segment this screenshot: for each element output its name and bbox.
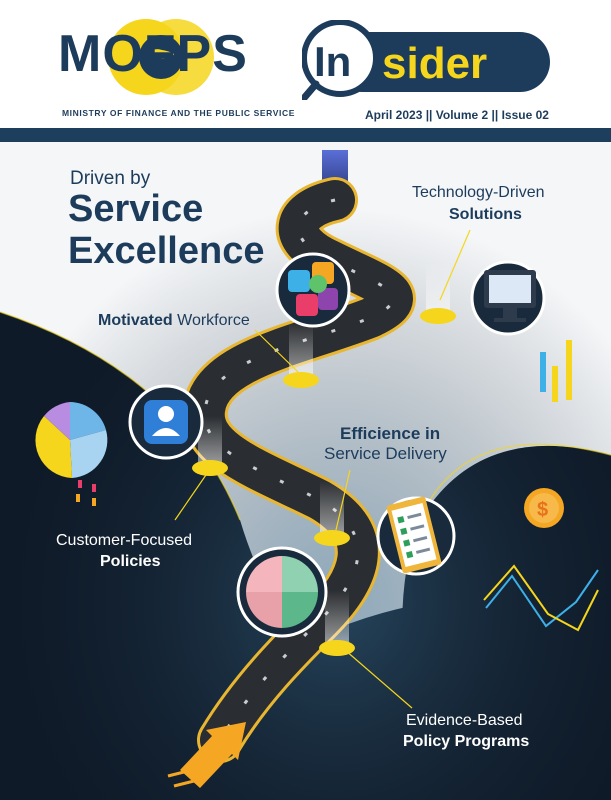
checklist-icon (376, 496, 456, 576)
coin-icon: $ (524, 488, 564, 528)
decorative-bars-right (540, 340, 572, 402)
mofps-logo: MOFPS MINISTRY OF FINANCE AND THE PUBLIC… (58, 16, 294, 118)
label-efficience-2: Service Delivery (324, 444, 447, 463)
cover-illustration: $ (0, 142, 611, 800)
header-band (0, 128, 611, 142)
insider-badge: In sider (300, 19, 550, 102)
insider-title: In sider (300, 19, 552, 102)
ministry-name: MINISTRY OF FINANCE AND THE PUBLIC SERVI… (62, 108, 295, 118)
arrow-icon (167, 722, 246, 788)
logo-text: MOFPS (58, 25, 248, 83)
label-evidence-2: Policy Programs (403, 733, 530, 750)
logo-circles (108, 19, 214, 95)
title-rest: sider (382, 39, 487, 88)
headline-small: Driven by (70, 168, 151, 189)
label-motivated-1: Motivated (98, 312, 173, 329)
label-motivated: Motivated Workforce (98, 312, 250, 330)
label-motivated-2: Workforce (177, 312, 250, 329)
label-technology-1: Technology-Driven (412, 184, 545, 201)
svg-text:$: $ (537, 499, 548, 521)
label-efficience-1: Efficience in (340, 424, 441, 443)
label-customer-2: Policies (100, 553, 161, 570)
label-customer-1: Customer-Focused (56, 532, 193, 549)
leader-lines (174, 229, 471, 709)
puzzle-icon (275, 252, 351, 328)
user-profile-icon (128, 384, 204, 460)
headline-big: Service Excellence (68, 188, 265, 272)
magnifier-handle-icon (300, 80, 320, 102)
decorative-line-graph (483, 564, 599, 632)
decorative-pie-left (35, 402, 108, 506)
milestone-pads (192, 262, 456, 656)
title-in: In (314, 38, 351, 85)
issue-line: April 2023 || Volume 2 || Issue 02 (365, 108, 549, 122)
monitor-icon (470, 260, 546, 336)
cover-scene: $ (0, 142, 611, 800)
label-evidence-1: Evidence-Based (406, 712, 523, 729)
jamaica-map-icon (148, 49, 174, 59)
pie-chart-icon (236, 546, 328, 638)
masthead: MOFPS MINISTRY OF FINANCE AND THE PUBLIC… (0, 0, 611, 128)
label-technology-2: Solutions (449, 206, 522, 223)
